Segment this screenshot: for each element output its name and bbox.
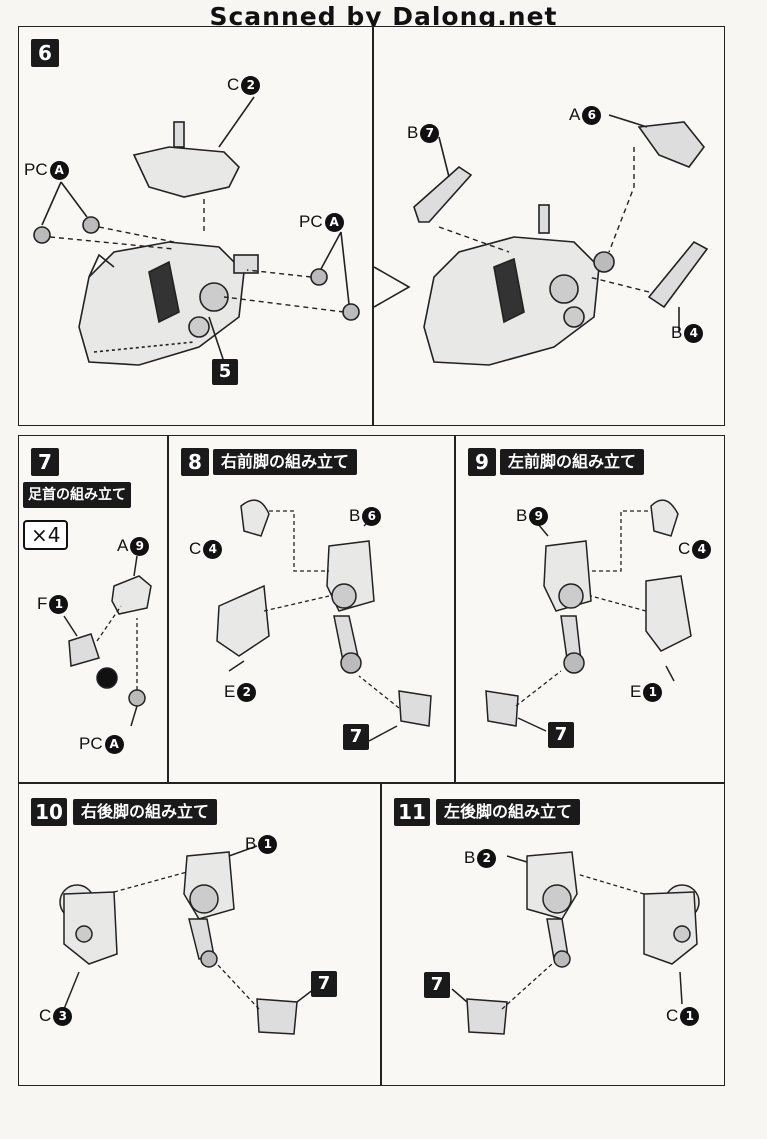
panel-divider xyxy=(372,27,374,425)
step-number: 10 xyxy=(31,798,67,826)
step-title: 右前脚の組み立て xyxy=(213,449,358,475)
step-title: 左前脚の組み立て xyxy=(500,449,645,475)
step-9-illustration xyxy=(485,499,692,732)
part-7-badge: 7 xyxy=(311,971,337,997)
step-6-illustration xyxy=(33,96,709,366)
step-8-illustration xyxy=(216,499,432,742)
step-6-panel: 6 xyxy=(18,26,725,426)
step-title: 右後脚の組み立て xyxy=(73,799,218,825)
step-7-illustration xyxy=(63,555,152,727)
multiplier-badge: ×4 xyxy=(23,520,69,550)
step-title: 足首の組み立て xyxy=(23,482,131,508)
step-11-illustration xyxy=(451,851,700,1035)
step-number: 6 xyxy=(31,39,59,67)
step-number: 9 xyxy=(468,448,496,476)
part-7-badge: 7 xyxy=(343,724,369,750)
part-7-badge: 7 xyxy=(548,722,574,748)
step-number: 7 xyxy=(31,448,59,476)
part-5-badge: 5 xyxy=(212,359,238,385)
step-10-illustration xyxy=(59,845,315,1035)
step-number: 11 xyxy=(394,798,430,826)
step-title: 左後脚の組み立て xyxy=(436,799,581,825)
step-number: 8 xyxy=(181,448,209,476)
part-7-badge: 7 xyxy=(424,972,450,998)
